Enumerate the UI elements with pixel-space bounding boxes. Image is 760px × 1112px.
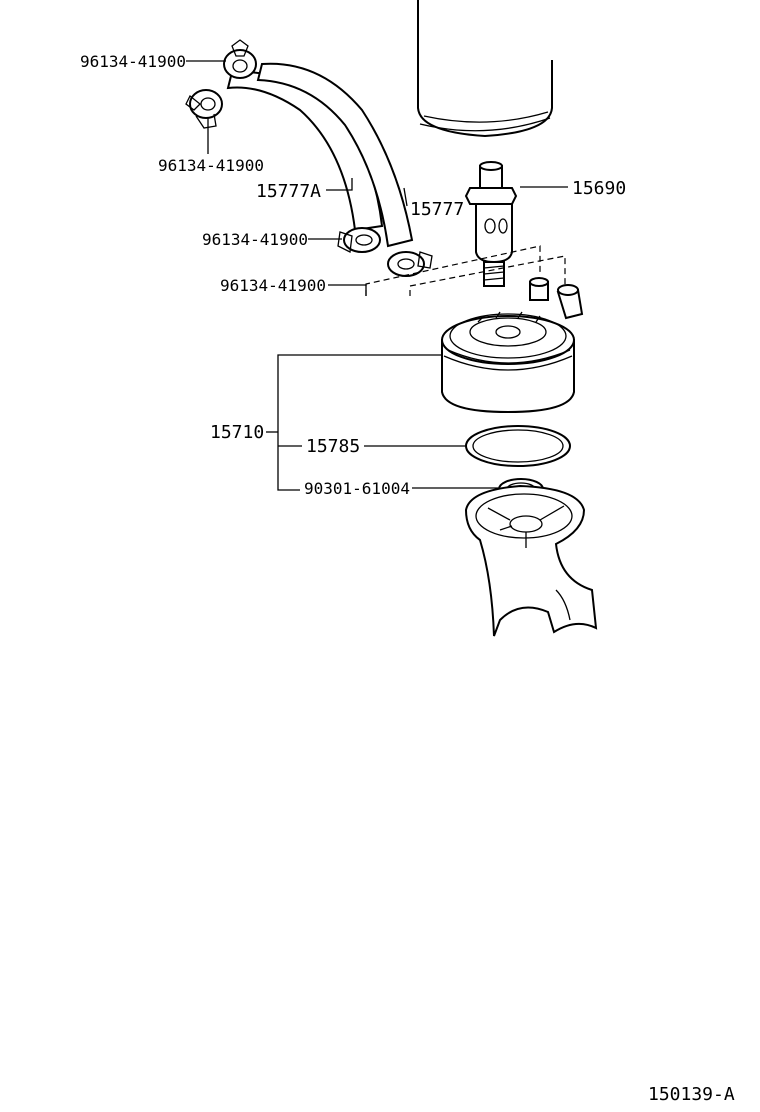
label-hose-15777a: 15777A (256, 181, 321, 202)
hose-clamp-4 (387, 251, 433, 277)
label-oil-cooler: 15710 (210, 422, 264, 443)
label-clamp-4: 96134-41900 (220, 276, 326, 295)
hose-clamp-2 (185, 89, 223, 129)
leader-clamp-4 (328, 284, 367, 296)
leader-hose-a (326, 178, 353, 191)
o-ring (465, 425, 571, 467)
oil-cooler (441, 277, 584, 414)
label-clamp-2: 96134-41900 (158, 156, 264, 175)
figure-code: 150139-A (648, 1084, 735, 1105)
leader-hose-b (403, 187, 408, 207)
engine-boss (464, 484, 598, 637)
label-hose-15777: 15777 (410, 199, 464, 220)
hose-clamp-1 (223, 39, 257, 79)
bracket-oil-cooler (277, 354, 442, 491)
label-clamp-1: 96134-41900 (80, 52, 186, 71)
label-gasket: 90301-61004 (304, 479, 410, 498)
union-bolt (464, 161, 518, 287)
label-union-bolt: 15690 (572, 178, 626, 199)
hose-clamp-3 (337, 227, 381, 253)
label-o-ring: 15785 (306, 436, 360, 457)
oil-filter (417, 0, 553, 138)
label-clamp-3: 96134-41900 (202, 230, 308, 249)
hose-15777 (256, 62, 414, 248)
